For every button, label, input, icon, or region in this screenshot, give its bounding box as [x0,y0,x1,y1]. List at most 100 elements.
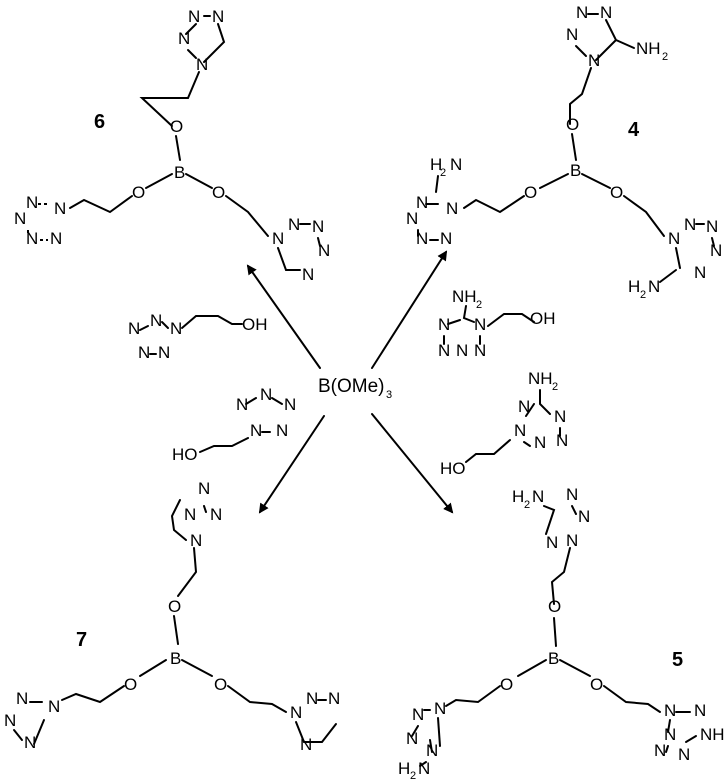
svg-text:N: N [250,421,262,440]
arrow-to-5 [371,413,454,514]
svg-text:N: N [588,51,600,70]
svg-text:B: B [570,161,581,180]
svg-text:NH: NH [700,725,725,744]
svg-text:2: 2 [662,51,668,63]
compound-7-structure: N N N N O B O O N N N N N N N N [4,479,340,754]
svg-text:OH: OH [530,309,556,328]
svg-text:N: N [170,319,182,338]
svg-text:N: N [678,745,690,764]
svg-text:H: H [398,759,410,778]
svg-text:N: N [664,725,676,744]
svg-text:N: N [438,315,450,334]
reactant-aminotetrazole-ethanol-b: NH 2 N N N N N HO [440,369,568,478]
svg-text:N: N [450,155,462,174]
svg-text:N: N [438,341,450,360]
svg-text:O: O [170,117,183,136]
svg-text:N: N [188,7,200,26]
svg-text:N: N [312,217,324,236]
svg-text:O: O [500,675,513,694]
svg-text:O: O [132,183,145,202]
svg-text:N: N [128,319,140,338]
svg-text:N: N [668,229,680,248]
svg-text:N: N [406,209,418,228]
svg-text:B: B [548,649,559,668]
svg-text:N: N [648,277,660,296]
svg-text:OH: OH [242,315,268,334]
svg-text:N: N [198,479,210,498]
svg-text:N: N [138,343,150,362]
svg-text:O: O [590,675,603,694]
svg-text:N: N [710,241,722,260]
svg-text:N: N [694,701,706,720]
svg-text:O: O [212,183,225,202]
reactant-aminotetrazole-ethanol-a: NH 2 N N N N N OH [438,287,556,360]
svg-text:2: 2 [524,499,530,511]
svg-text:N: N [440,229,452,248]
svg-text:N: N [532,487,544,506]
svg-text:N: N [4,711,16,730]
svg-text:N: N [276,421,288,440]
svg-text:2: 2 [476,299,482,311]
svg-text:N: N [664,701,676,720]
svg-text:N: N [236,395,248,414]
svg-text:N: N [518,397,530,416]
compound-number-6: 6 [94,111,105,133]
svg-text:N: N [576,3,588,22]
svg-text:NH: NH [452,287,477,306]
arrow-to-4 [371,250,448,369]
svg-text:N: N [196,55,208,74]
svg-text:N: N [210,505,222,524]
svg-text:N: N [654,741,666,760]
svg-text:N: N [184,505,196,524]
svg-text:N: N [284,395,296,414]
svg-text:2: 2 [440,167,446,179]
svg-text:NH: NH [528,369,553,388]
svg-text:N: N [514,421,526,440]
svg-text:N: N [306,689,318,708]
svg-text:N: N [150,311,162,330]
svg-text:3: 3 [386,389,392,401]
svg-text:N: N [158,343,170,362]
svg-text:N: N [434,699,446,718]
svg-text:N: N [446,199,458,218]
compound-5-structure: H 2 N N N N N O B O O N N N N H 2 N N N … [398,485,725,779]
svg-text:NH: NH [636,39,661,58]
svg-text:N: N [566,485,578,504]
svg-text:N: N [684,215,696,234]
svg-text:N: N [412,705,424,724]
svg-text:2: 2 [640,289,646,301]
svg-text:H: H [512,487,524,506]
svg-text:N: N [456,341,468,360]
svg-text:O: O [610,183,623,202]
svg-text:B: B [174,163,185,182]
svg-text:N: N [26,193,38,212]
svg-text:N: N [706,217,718,236]
compound-number-4: 4 [628,119,640,141]
arrow-to-6 [246,264,321,369]
svg-text:O: O [168,597,181,616]
svg-text:2: 2 [410,770,416,779]
svg-text:N: N [54,199,66,218]
svg-text:N: N [290,703,302,722]
arrow-to-7 [258,415,325,514]
svg-text:O: O [124,675,137,694]
svg-text:N: N [578,507,590,526]
svg-text:H: H [430,155,442,174]
svg-text:N: N [260,385,272,404]
svg-text:B(OMe): B(OMe) [318,376,385,397]
svg-text:N: N [534,433,546,452]
svg-text:N: N [600,3,612,22]
svg-text:N: N [50,229,62,248]
svg-text:N: N [416,193,428,212]
svg-text:O: O [566,115,579,134]
compound-4-structure: N N N N NH 2 O B O O H 2 N N N N N N N N… [406,3,722,301]
svg-text:O: O [524,183,537,202]
svg-text:N: N [474,341,486,360]
svg-text:N: N [554,407,566,426]
svg-text:N: N [556,431,568,450]
svg-text:B: B [170,649,181,668]
svg-text:N: N [406,729,418,748]
compound-number-7: 7 [76,629,87,651]
svg-text:HO: HO [172,445,198,464]
svg-text:N: N [16,689,28,708]
